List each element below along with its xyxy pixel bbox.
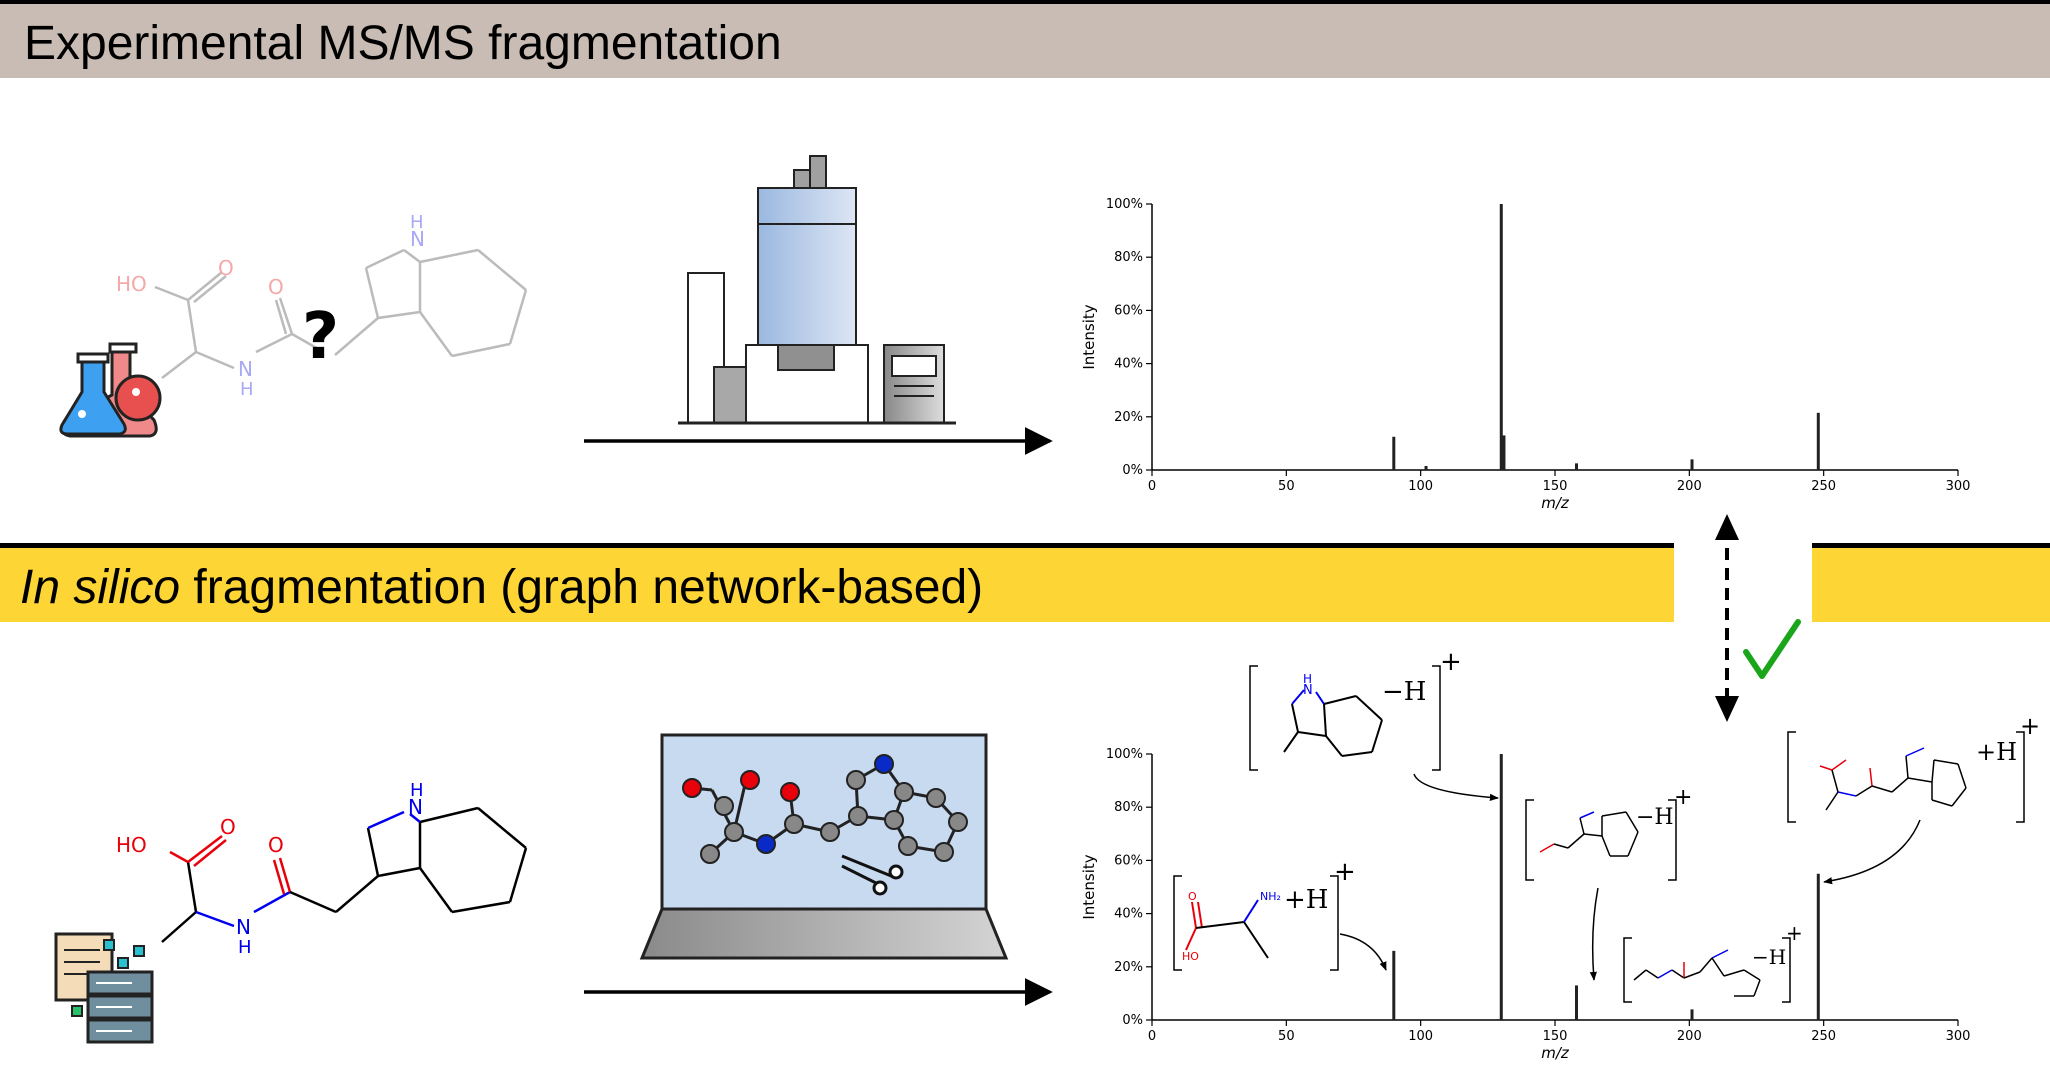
fragment-ethyl-amide: −H + bbox=[1623, 921, 1803, 1003]
fragment-full-molecule: +H + bbox=[1787, 712, 2040, 823]
y-tick-label: 20% bbox=[1114, 960, 1143, 975]
frag4-plus: + bbox=[1786, 921, 1803, 945]
in-silico-title: In silico fragmentation (graph network-b… bbox=[20, 560, 983, 615]
y-axis-label: Intensity bbox=[1080, 854, 1098, 919]
predicted-spectrum-chart: 0% 20% 40% 60% 80% 100% 0 50 100 150 200 250 300 m/z I… bbox=[1080, 747, 1970, 1062]
x-tick-label: 50 bbox=[1278, 1029, 1295, 1044]
faded-nh-h-label: H bbox=[410, 212, 424, 233]
x-tick-label: 250 bbox=[1811, 479, 1836, 494]
faded-h-label: H bbox=[240, 379, 254, 400]
fragment-methylindole: N H −H + bbox=[1249, 647, 1462, 771]
faded-molecule bbox=[154, 248, 528, 379]
faded-ho-label: HO bbox=[116, 272, 147, 296]
experimental-spectrum-chart: 0% 20% 40% 60% 80% 100% 0 50 100 150 200 250 300 m/z I… bbox=[1080, 197, 1970, 512]
faded-n-label: N bbox=[238, 357, 253, 381]
frag2-nh2: NH₂ bbox=[1260, 890, 1281, 903]
question-mark: ? bbox=[302, 300, 339, 374]
x-tick-label: 200 bbox=[1677, 479, 1702, 494]
x-tick-label: 0 bbox=[1148, 479, 1156, 494]
o-label-amide: O bbox=[268, 833, 284, 857]
y-tick-label: 60% bbox=[1114, 303, 1143, 318]
frag2-ho: HO bbox=[1182, 950, 1199, 963]
faded-nh-n-label: N bbox=[410, 227, 425, 251]
n-label-indole: N bbox=[408, 795, 423, 819]
x-tick-label: 300 bbox=[1946, 1029, 1971, 1044]
in-silico-rest: fragmentation (graph network-based) bbox=[180, 561, 984, 614]
x-tick-label: 150 bbox=[1543, 1029, 1568, 1044]
y-tick-label: 80% bbox=[1114, 250, 1143, 265]
y-tick-label: 20% bbox=[1114, 410, 1143, 425]
y-tick-label: 100% bbox=[1106, 197, 1143, 212]
top-border bbox=[0, 0, 2050, 4]
y-tick-label: 80% bbox=[1114, 800, 1143, 815]
o-label-acid: O bbox=[220, 815, 236, 839]
frag4-minus-h: −H bbox=[1752, 945, 1786, 969]
frag2-plus-h: +H bbox=[1284, 885, 1328, 915]
fragment-indole-acetaldehyde: −H + bbox=[1525, 785, 1692, 881]
frag1-n: N bbox=[1303, 683, 1313, 698]
y-axis-label: Intensity bbox=[1080, 304, 1098, 369]
frag2-o: O bbox=[1188, 890, 1197, 903]
x-tick-label: 100 bbox=[1408, 1029, 1433, 1044]
in-silico-banner-right bbox=[1812, 548, 2050, 622]
check-icon bbox=[1743, 619, 1801, 679]
y-tick-label: 40% bbox=[1114, 357, 1143, 372]
in-silico-banner: In silico fragmentation (graph network-b… bbox=[0, 548, 1674, 622]
x-tick-label: 300 bbox=[1946, 479, 1971, 494]
frag3-arrow bbox=[1589, 887, 1599, 981]
frag1-minus-h: −H bbox=[1382, 677, 1426, 707]
frag1-h: H bbox=[1303, 672, 1312, 686]
y-tick-label: 0% bbox=[1122, 1013, 1143, 1028]
x-axis-label: m/z bbox=[1541, 1044, 1570, 1062]
y-tick-label: 40% bbox=[1114, 907, 1143, 922]
h-label-amide: H bbox=[238, 937, 252, 958]
lab-flask-icon bbox=[59, 342, 162, 438]
frag5-plus: + bbox=[2020, 712, 2040, 740]
divider-left bbox=[0, 543, 1674, 548]
frag5-plus-h: +H bbox=[1976, 738, 2017, 766]
frag1-plus: + bbox=[1440, 647, 1462, 677]
frag2-arrow bbox=[1339, 933, 1387, 971]
y-tick-label: 100% bbox=[1106, 747, 1143, 762]
faded-o2-label: O bbox=[268, 275, 284, 299]
frag1-arrow bbox=[1413, 773, 1499, 801]
tryptophan-alanine-molecule bbox=[161, 806, 528, 943]
x-tick-label: 100 bbox=[1408, 479, 1433, 494]
x-tick-label: 250 bbox=[1811, 1029, 1836, 1044]
frag5-arrow bbox=[1823, 819, 1921, 885]
y-tick-label: 0% bbox=[1122, 463, 1143, 478]
x-axis-label: m/z bbox=[1541, 494, 1570, 512]
ho-label: HO bbox=[116, 833, 147, 857]
fragment-alanine: O HO NH₂ +H + bbox=[1173, 857, 1356, 971]
mass-spectrometer-icon bbox=[678, 155, 956, 425]
comparison-double-arrow bbox=[1715, 514, 1739, 722]
database-icon bbox=[54, 932, 154, 1044]
scissors-icon bbox=[841, 854, 904, 896]
experimental-banner: Experimental MS/MS fragmentation bbox=[0, 4, 2050, 78]
x-tick-label: 200 bbox=[1677, 1029, 1702, 1044]
y-tick-label: 60% bbox=[1114, 853, 1143, 868]
experimental-title: Experimental MS/MS fragmentation bbox=[24, 17, 782, 70]
in-silico-italic: In silico bbox=[20, 561, 181, 614]
laptop-graph-network-icon bbox=[639, 733, 1009, 960]
x-tick-label: 50 bbox=[1278, 479, 1295, 494]
frag3-minus-h: −H bbox=[1636, 805, 1674, 830]
h-label-indole: H bbox=[410, 780, 424, 801]
frag2-plus: + bbox=[1334, 857, 1356, 887]
frag3-plus: + bbox=[1674, 785, 1692, 810]
x-tick-label: 0 bbox=[1148, 1029, 1156, 1044]
x-tick-label: 150 bbox=[1543, 479, 1568, 494]
faded-o-label: O bbox=[218, 256, 234, 280]
divider-right bbox=[1812, 543, 2050, 548]
n-label-amide: N bbox=[236, 915, 251, 939]
